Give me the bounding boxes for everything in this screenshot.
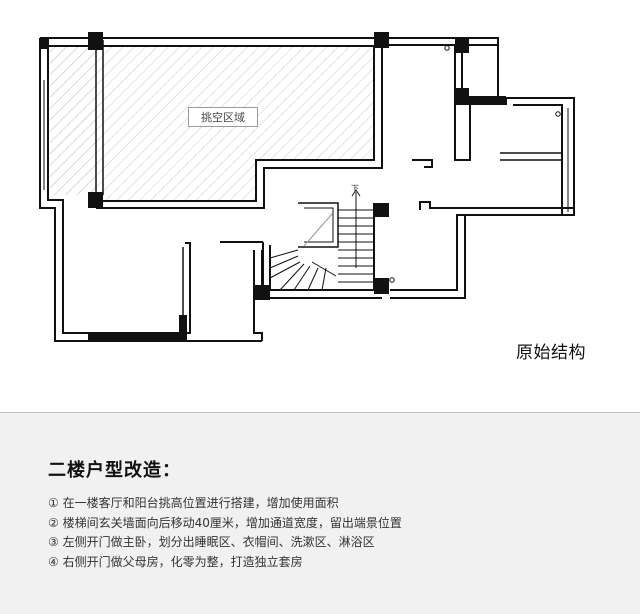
note-item-3: ③ 左侧开门做主卧，划分出睡眠区、衣帽间、洗漱区、淋浴区 — [48, 535, 375, 549]
hall-bottom-wall — [412, 159, 433, 168]
stair-treads — [269, 209, 374, 291]
fixture-markers — [389, 45, 561, 283]
note-item-4: ④ 右侧开门做父母房，化零为整，打造独立套房 — [48, 554, 303, 569]
note-item-2: ② 楼梯间玄关墙面向后移动40厘米，增加通道宽度，留出端景位置 — [48, 515, 402, 530]
notes-title: 二楼户型改造： — [48, 460, 181, 481]
stair-enclosure — [298, 202, 339, 248]
void-area-label: 挑空区域 — [188, 107, 258, 127]
stair-inner-box — [304, 207, 334, 243]
top-wall — [40, 37, 499, 46]
renovation-notes-panel: 二楼户型改造： ① 在一楼客厅和阳台挑高位置进行搭建，增加使用面积 ② 楼梯间玄… — [0, 413, 640, 614]
right-bottom-wall — [390, 215, 466, 299]
note-item-1: ① 在一楼客厅和阳台挑高位置进行搭建，增加使用面积 — [48, 496, 339, 510]
balcony-right — [497, 38, 575, 216]
stair-direction-arrow — [311, 189, 361, 277]
floor-plan-area: 下 挑空区域 原始结构 — [39, 32, 586, 363]
structural-columns — [40, 32, 506, 341]
void-window-strip — [50, 46, 96, 195]
hall-top-wall — [382, 44, 456, 86]
void-bottom-wall-outer — [96, 38, 383, 209]
notes-list: ① 在一楼客厅和阳台挑高位置进行搭建，增加使用面积 ② 楼梯间玄关墙面向后移动4… — [48, 494, 402, 572]
east-lower-wall-2 — [419, 201, 575, 215]
right-partition — [500, 152, 563, 161]
section-divider — [0, 412, 640, 413]
plan-caption: 原始结构 — [516, 343, 586, 363]
east-lower-wall — [390, 214, 562, 291]
stair-arrow-label: 下 — [351, 184, 359, 193]
void-bottom-wall — [103, 46, 375, 202]
